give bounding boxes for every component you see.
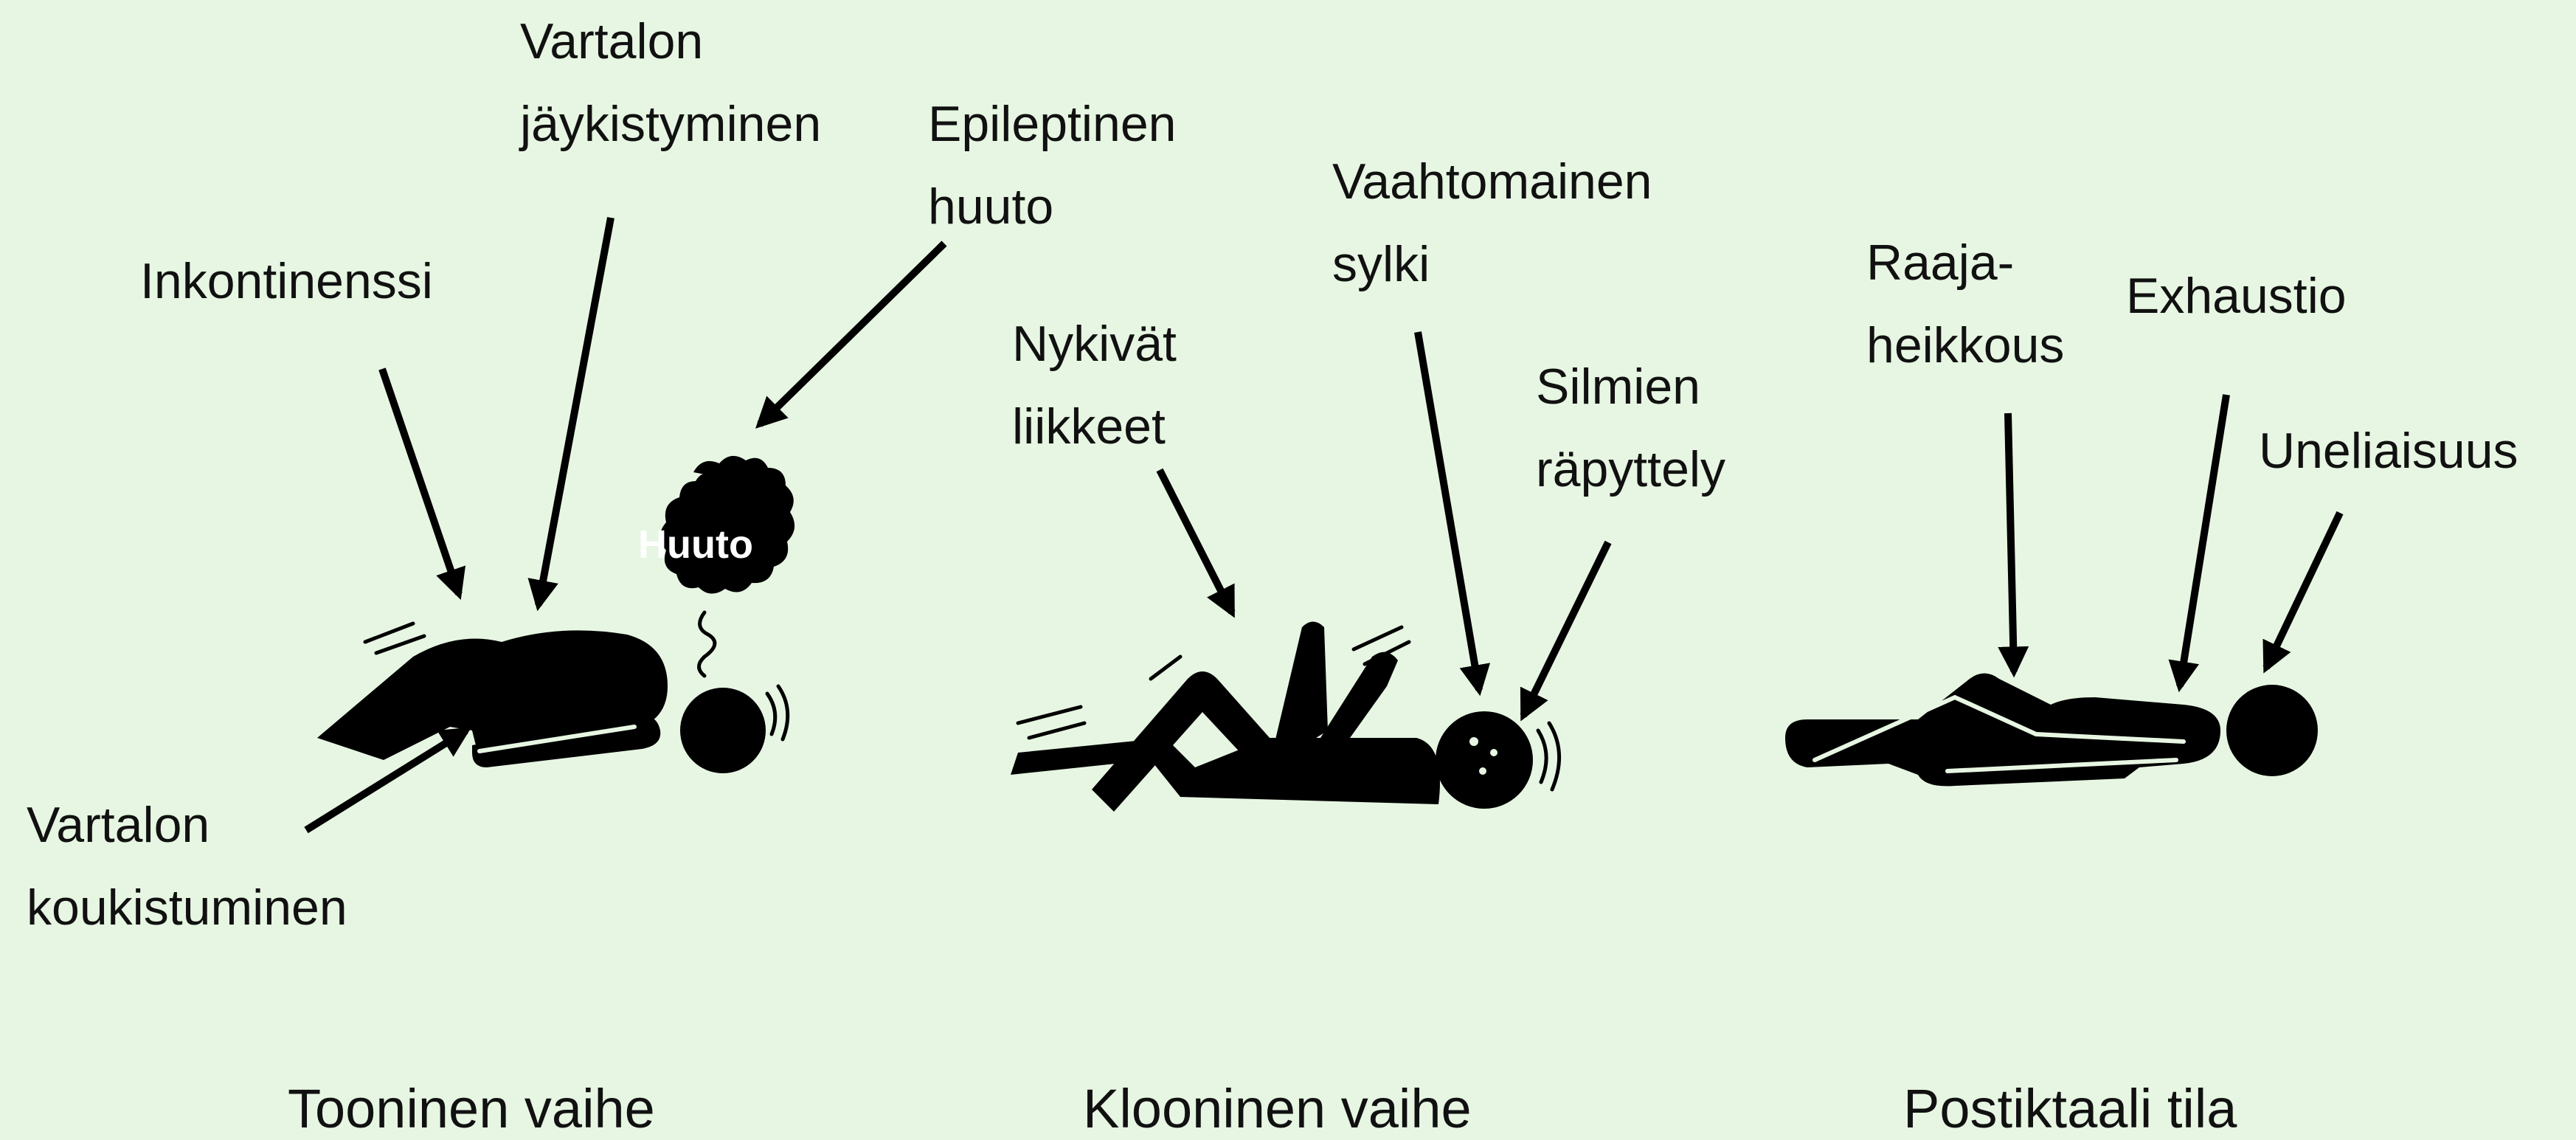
clonic-motion-4 — [1354, 627, 1402, 649]
head-motion-mark-2 — [778, 686, 788, 739]
arrow-vaahtomainen-sylki — [1418, 332, 1479, 690]
foam-dot-3 — [1479, 767, 1486, 775]
scream-bubble-text: Huuto — [638, 522, 753, 567]
clonic-motion-2 — [1029, 723, 1084, 738]
arrow-silmien-rapyttely — [1523, 542, 1608, 716]
tonic-head — [680, 688, 766, 773]
postictal-figure — [1785, 674, 2318, 787]
clonic-phase-figure — [1011, 622, 1559, 812]
head-motion-mark — [767, 694, 775, 734]
foam-dot — [1469, 737, 1478, 746]
scream-squiggle — [699, 612, 715, 676]
clonic-head — [1436, 711, 1533, 809]
tonic-motion-1 — [365, 623, 413, 642]
clonic-motion-head — [1538, 730, 1546, 782]
arrow-inkontinenssi — [382, 369, 459, 594]
postictal-head — [2226, 685, 2318, 776]
arrow-uneliaisuus — [2266, 513, 2340, 668]
clonic-motion-1 — [1018, 707, 1081, 723]
clonic-motion-head-2 — [1549, 723, 1559, 790]
clonic-motion-3 — [1151, 657, 1180, 679]
arrow-exhaustio — [2180, 395, 2226, 686]
tonic-motion-2 — [376, 636, 424, 653]
arrow-nykivat-liikkeet — [1160, 470, 1232, 612]
arrow-raajaheikkous — [2008, 413, 2014, 671]
arrow-vartalon-jaykistyminen — [539, 218, 611, 605]
foam-dot-2 — [1490, 749, 1498, 756]
arrow-epileptinen-huuto — [760, 243, 944, 424]
